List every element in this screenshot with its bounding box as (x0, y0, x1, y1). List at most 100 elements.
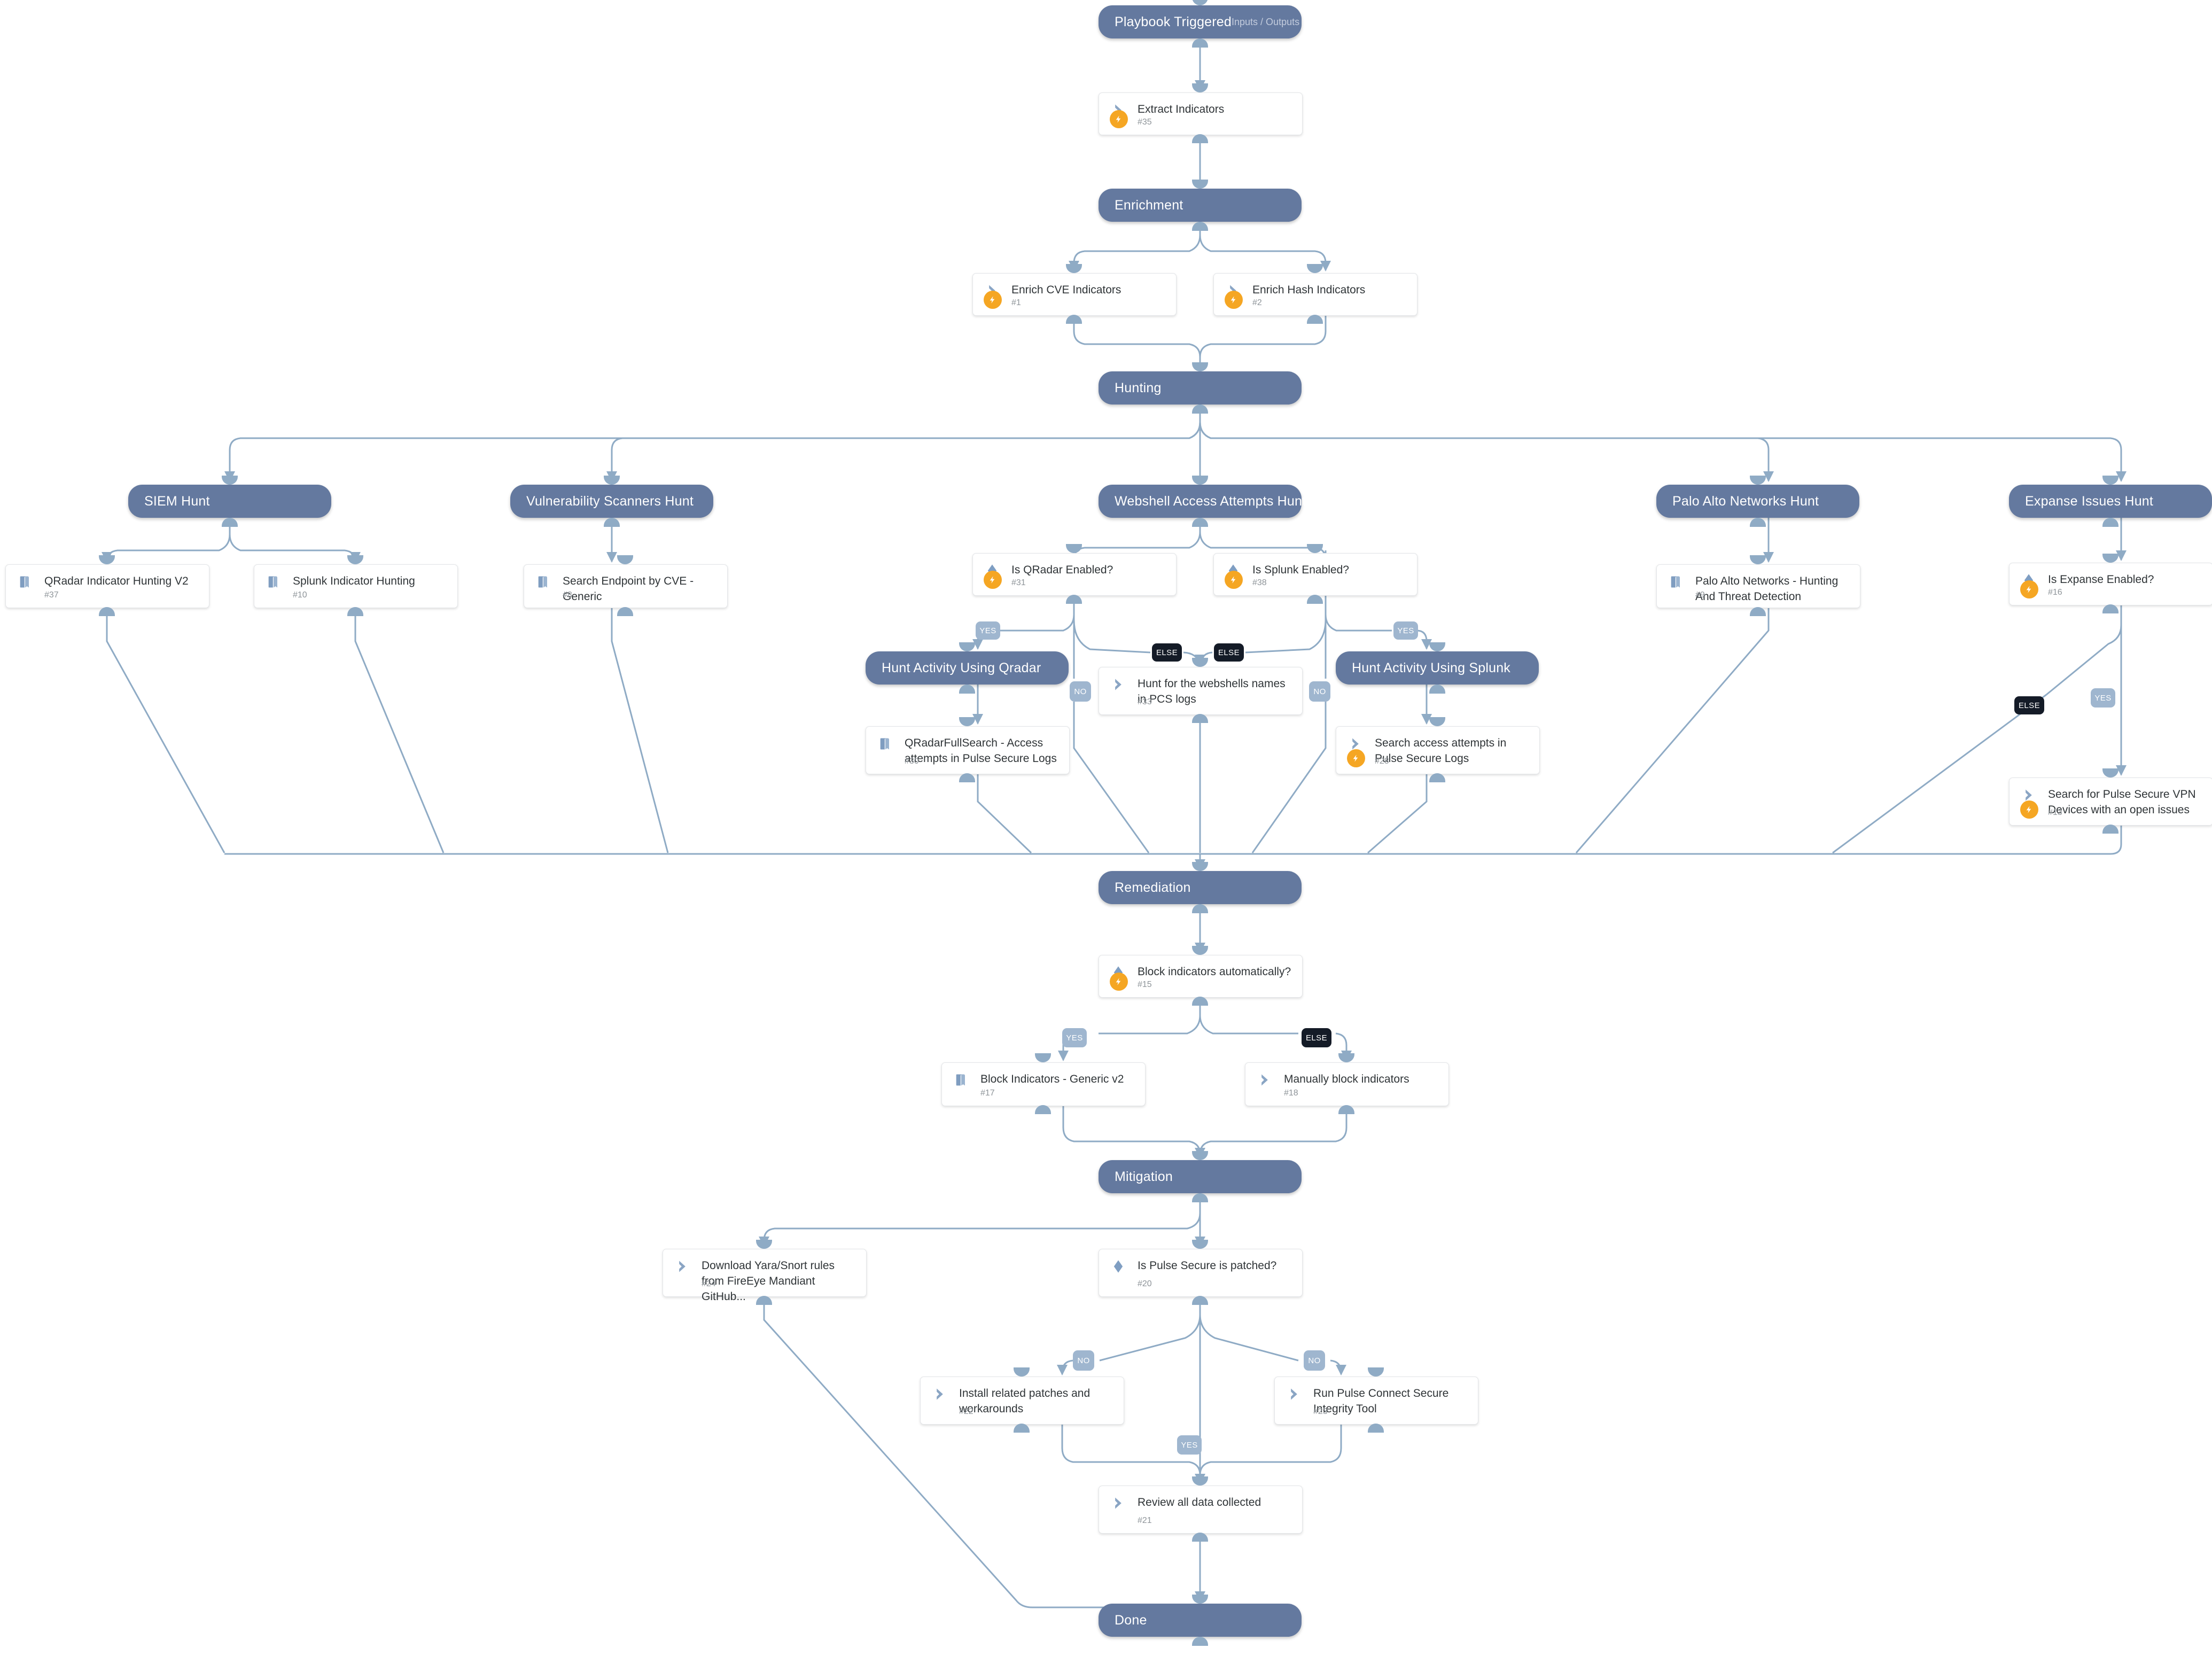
task-card-run-pulse-connect-integrity[interactable]: Run Pulse Connect Secure Integrity Tool#… (1274, 1377, 1478, 1425)
stage-enrichment[interactable]: Enrichment (1099, 189, 1302, 222)
task-card-block-indicators-auto[interactable]: Block indicators automatically?#15 (1099, 955, 1303, 998)
connector-in-run-pulse-connect-integrity (1368, 1367, 1384, 1377)
connector-in-install-related-patches (1014, 1367, 1030, 1377)
edge-label-chip-patch-no-left[interactable]: NO (1073, 1350, 1094, 1371)
connector-in-done (1192, 1595, 1208, 1604)
connector-out-search-endpoint-cve (617, 607, 633, 616)
task-card-is-qradar-enabled[interactable]: Is QRadar Enabled?#31 (972, 553, 1177, 596)
stage-webshell-hunt[interactable]: Webshell Access Attempts Hunt (1099, 485, 1306, 518)
diamond-icon (1111, 1259, 1128, 1275)
task-card-search-endpoint-cve[interactable]: Search Endpoint by CVE - Generic#8 (524, 564, 728, 608)
task-card-qradar-indicator-hunting-v2[interactable]: QRadar Indicator Hunting V2#37 (5, 564, 209, 608)
automation-bolt-icon (2020, 580, 2038, 598)
connector-in-search-pulse-secure-vpn (2102, 768, 2118, 778)
stage-hunt-splunk[interactable]: Hunt Activity Using Splunk (1336, 651, 1539, 685)
stage-palo-hunt[interactable]: Palo Alto Networks Hunt (1656, 485, 1859, 518)
task-number: #17 (980, 1089, 995, 1098)
edge-label-chip-qradar-no[interactable]: NO (1070, 681, 1091, 702)
task-title: Block indicators automatically? (1138, 966, 1291, 978)
inputs-outputs-label[interactable]: Inputs / Outputs (1232, 16, 1300, 27)
connector-out-block-indicators-auto (1192, 997, 1208, 1006)
task-number: #1 (1011, 298, 1021, 307)
stage-label: Expanse Issues Hunt (2025, 493, 2154, 509)
connector-out-extract-indicators (1192, 134, 1208, 143)
stage-expanse-hunt[interactable]: Expanse Issues Hunt (2009, 485, 2212, 518)
connector-in-hunt-webshells-pcs (1192, 658, 1208, 667)
task-card-splunk-indicator-hunting[interactable]: Splunk Indicator Hunting#10 (254, 564, 458, 608)
task-card-install-related-patches[interactable]: Install related patches and workarounds#… (920, 1377, 1124, 1425)
book-icon (266, 574, 283, 590)
task-card-enrich-cve[interactable]: Enrich CVE Indicators#1 (972, 273, 1177, 316)
task-card-is-expanse-enabled[interactable]: Is Expanse Enabled?#16 (2009, 563, 2212, 605)
connector-out-done (1192, 1637, 1208, 1646)
task-card-download-yara-snort[interactable]: Download Yara/Snort rules from FireEye M… (663, 1249, 867, 1303)
task-title: Hunt for the webshells names in PCS logs (1138, 678, 1286, 705)
task-title: QRadarFullSearch - Access attempts in Pu… (905, 737, 1057, 765)
task-title: Is Expanse Enabled? (2048, 573, 2154, 586)
task-title: Search for Pulse Secure VPN Devices with… (2048, 788, 2196, 816)
connector-out-trigger (1192, 38, 1208, 48)
edge-label-chip-splunk-yes[interactable]: YES (1393, 621, 1418, 640)
edge-label-chip-qradar-yes[interactable]: YES (976, 621, 1000, 640)
stage-label: Mitigation (1115, 1169, 1173, 1184)
connector-in-vuln-hunt (604, 476, 620, 485)
connector-in-remediation (1192, 862, 1208, 871)
task-card-palo-alto-hunting[interactable]: Palo Alto Networks - Hunting And Threat … (1656, 564, 1860, 608)
task-card-search-access-attempts[interactable]: Search access attempts in Pulse Secure L… (1336, 726, 1540, 774)
automation-bolt-icon (1225, 571, 1243, 589)
task-card-is-splunk-enabled[interactable]: Is Splunk Enabled?#38 (1213, 553, 1417, 596)
connector-out-block-indicators-generic-v2 (1035, 1105, 1051, 1114)
task-title: QRadar Indicator Hunting V2 (44, 575, 189, 587)
task-card-hunt-webshells-pcs[interactable]: Hunt for the webshells names in PCS logs… (1099, 667, 1303, 715)
stage-hunting[interactable]: Hunting (1099, 371, 1302, 405)
connector-out-palo-hunt (1750, 518, 1766, 527)
task-card-manually-block-indicators[interactable]: Manually block indicators#18 (1245, 1062, 1449, 1106)
edge-label-chip-block-else[interactable]: ELSE (1302, 1028, 1331, 1047)
task-card-enrich-hash[interactable]: Enrich Hash Indicators#2 (1213, 273, 1417, 316)
task-title: Extract Indicators (1138, 103, 1225, 115)
connector-out-review-all-data (1192, 1533, 1208, 1542)
task-card-is-pulse-secure-patched[interactable]: Is Pulse Secure is patched?#20 (1099, 1249, 1303, 1297)
connector-in-enrich-hash (1307, 264, 1323, 273)
stage-done[interactable]: Done (1099, 1604, 1302, 1637)
connector-in-is-splunk-enabled (1307, 544, 1323, 553)
book-icon (954, 1072, 971, 1089)
connector-out-expanse-hunt (2102, 518, 2118, 527)
task-card-review-all-data[interactable]: Review all data collected#21 (1099, 1486, 1303, 1534)
connector-out-vuln-hunt (604, 518, 620, 527)
stage-siem-hunt[interactable]: SIEM Hunt (128, 485, 331, 518)
task-number: #2 (1252, 298, 1262, 307)
stage-remediation[interactable]: Remediation (1099, 871, 1302, 904)
connector-out-hunt-webshells-pcs (1192, 714, 1208, 723)
edge-label-chip-splunk-else[interactable]: ELSE (1214, 643, 1244, 662)
edge-label-chip-patch-yes[interactable]: YES (1177, 1435, 1202, 1455)
connector-in-palo-alto-hunting (1750, 555, 1766, 564)
task-number: #33 (1138, 697, 1152, 706)
stage-vuln-hunt[interactable]: Vulnerability Scanners Hunt (510, 485, 713, 518)
connector-out-is-qradar-enabled (1066, 595, 1082, 604)
edge-label-chip-splunk-no[interactable]: NO (1309, 681, 1330, 702)
connector-out-search-pulse-secure-vpn (2102, 825, 2118, 834)
task-number: #22 (959, 1407, 973, 1416)
connector-in-search-endpoint-cve (617, 555, 633, 564)
edge-label-chip-qradar-else[interactable]: ELSE (1152, 643, 1182, 662)
connector-in-siem-hunt (222, 476, 238, 485)
edge-label-chip-expanse-yes[interactable]: YES (2091, 688, 2115, 708)
stage-hunt-qradar[interactable]: Hunt Activity Using Qradar (866, 651, 1069, 685)
edge-label-chip-patch-no-right[interactable]: NO (1304, 1350, 1325, 1371)
edge-label-chip-expanse-else[interactable]: ELSE (2014, 696, 2044, 714)
stage-mitigation[interactable]: Mitigation (1099, 1160, 1302, 1193)
task-card-extract-indicators[interactable]: Extract Indicators#35 (1099, 92, 1303, 135)
edge-label-chip-block-yes[interactable]: YES (1062, 1028, 1087, 1047)
task-title: Search Endpoint by CVE - Generic (563, 575, 694, 603)
book-icon (18, 574, 35, 590)
connector-in-extract-indicators (1192, 83, 1208, 92)
task-card-block-indicators-generic-v2[interactable]: Block Indicators - Generic v2 #17 (941, 1062, 1146, 1106)
task-title: Block Indicators - Generic v2 (980, 1073, 1124, 1085)
stage-label: Done (1115, 1612, 1147, 1628)
task-card-search-pulse-secure-vpn[interactable]: Search for Pulse Secure VPN Devices with… (2009, 778, 2212, 826)
stage-label: Hunting (1115, 380, 1162, 395)
task-card-qradar-fullsearch[interactable]: QRadarFullSearch - Access attempts in Pu… (866, 726, 1070, 774)
